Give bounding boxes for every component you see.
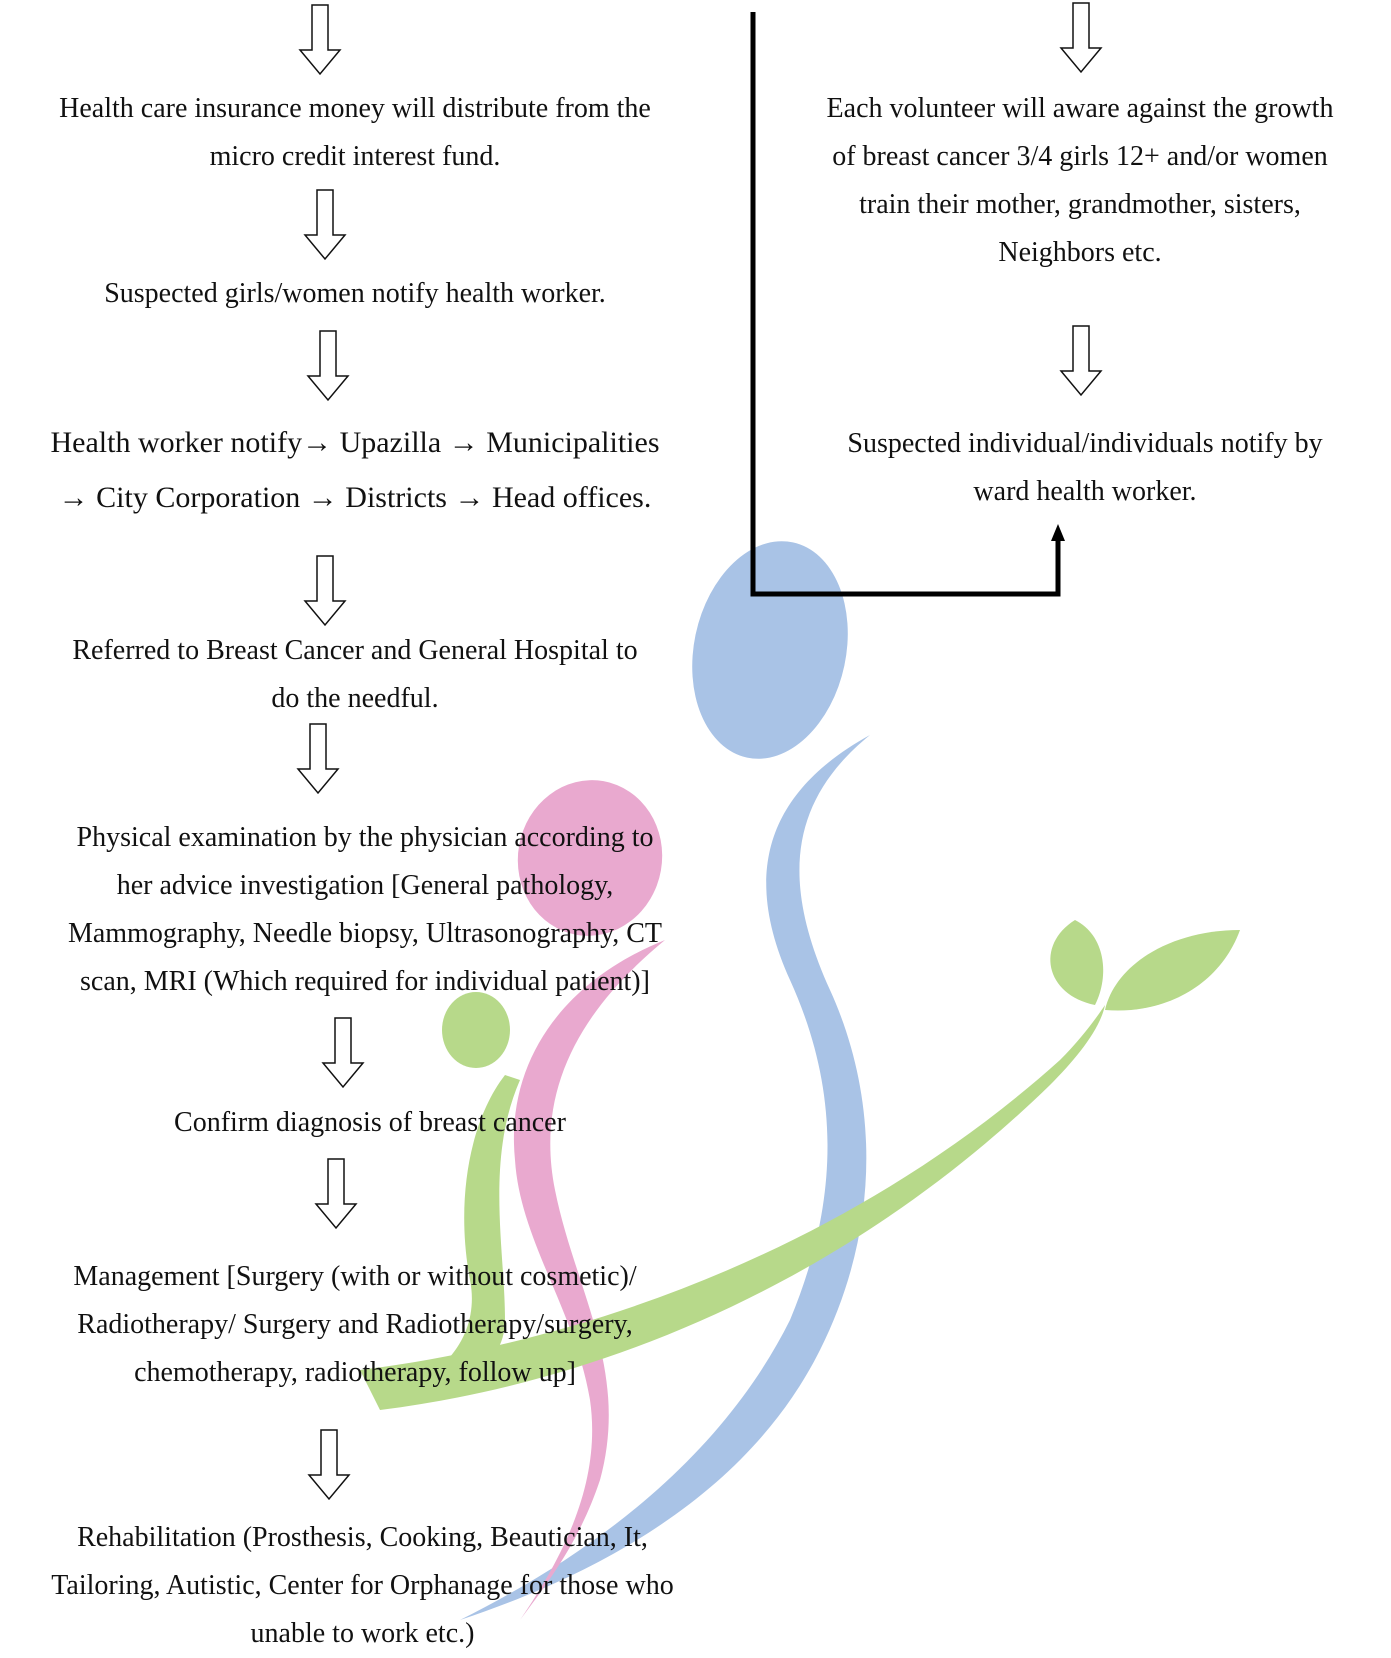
logo-leaf-left [1050,920,1104,1005]
step-confirm-diagnosis: Confirm diagnosis of breast cancer [174,1107,566,1138]
step-notify-health-worker: Suspected girls/women notify health work… [104,278,606,309]
down-arrow-icon [298,4,342,76]
down-arrow-icon [321,1017,365,1089]
logo-green-swoosh [360,1005,1105,1410]
down-arrow-icon [1059,2,1103,74]
logo-leaf-right [1105,930,1240,1011]
step-physical-examination: Physical examination by the physician ac… [67,822,663,997]
down-arrow-icon [306,330,350,402]
step-ward-notification: Suspected individual/individuals notify … [847,428,1323,507]
step-rehabilitation: Rehabilitation (Prosthesis, Cooking, Bea… [51,1522,674,1649]
logo-green-head [442,992,510,1068]
step-insurance-fund: Health care insurance money will distrib… [59,93,651,172]
down-arrow-icon [303,189,347,261]
logo-pink-head [517,780,663,936]
feedback-arrowhead [1051,524,1065,541]
step-referred-hospital: Referred to Breast Cancer and General Ho… [72,635,638,714]
logo-green-body [380,1075,520,1396]
step-volunteer-awareness: Each volunteer will aware against the gr… [826,93,1334,268]
down-arrow-icon [1059,325,1103,397]
down-arrow-icon [307,1429,351,1501]
logo-pink-body [513,940,665,1620]
step-management: Management [Surgery (with or without cos… [73,1261,637,1388]
step-notification-chain: Health worker notify→ Upazilla → Municip… [50,426,660,514]
down-arrow-icon [296,723,340,795]
down-arrow-icon [314,1158,358,1230]
down-arrow-icon [303,555,347,627]
logo-blue-body [460,735,870,1620]
feedback-connector [750,12,1061,597]
